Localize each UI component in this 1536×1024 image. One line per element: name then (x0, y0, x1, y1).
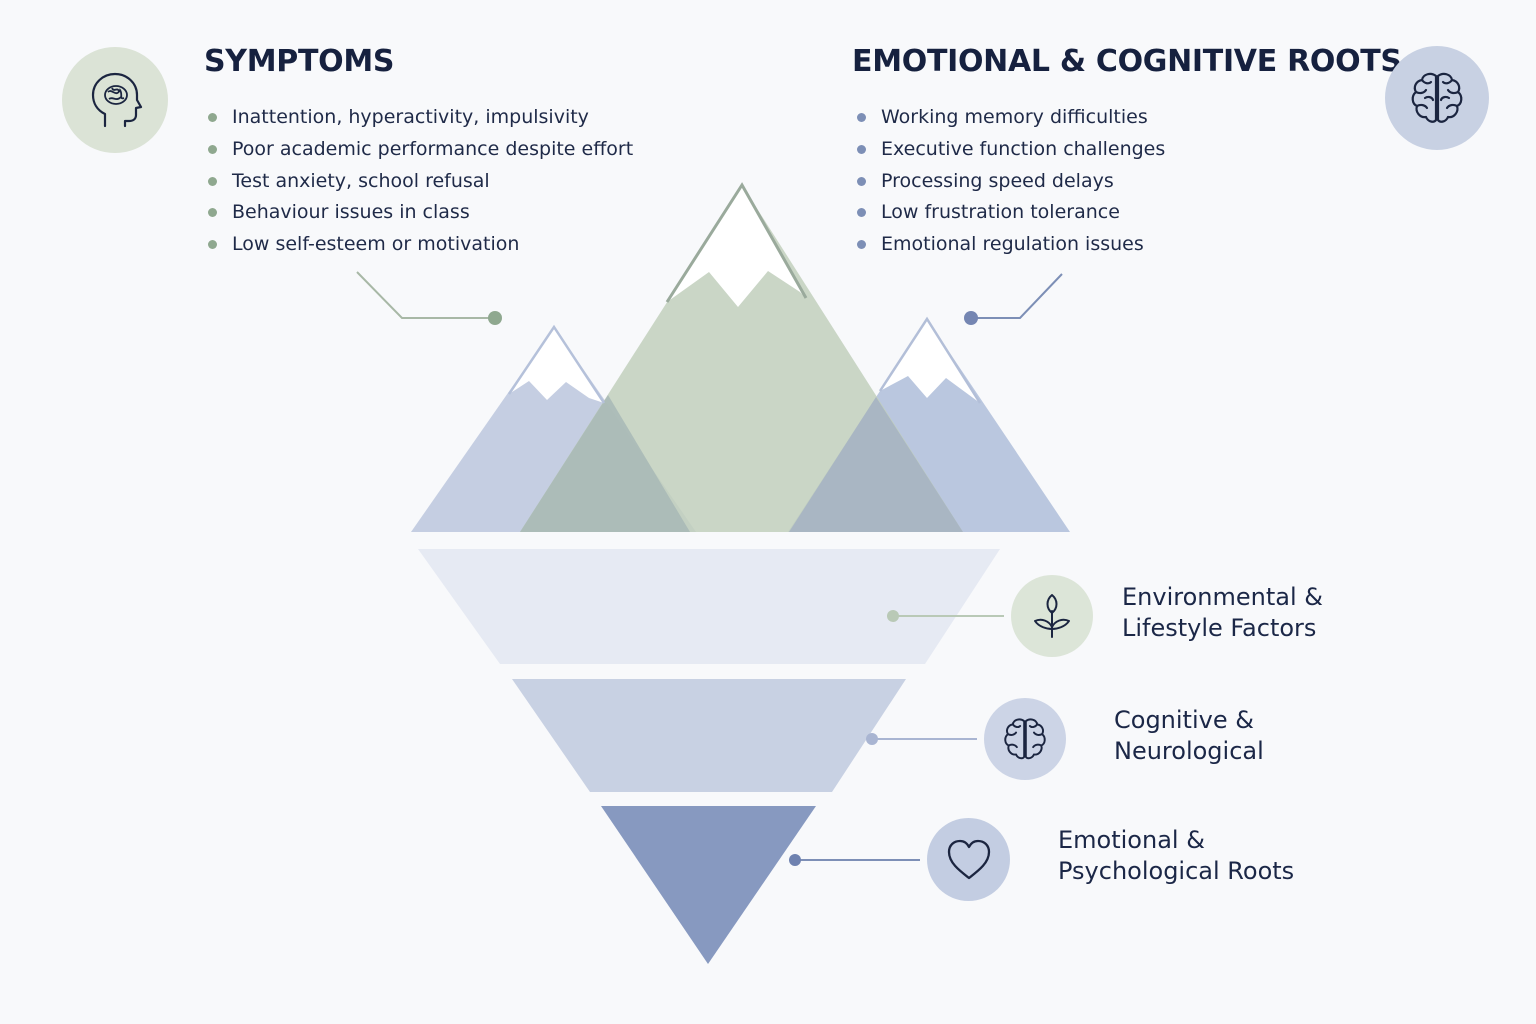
right-mountain-outline (878, 316, 982, 404)
cognitive-icon-badge (984, 698, 1066, 780)
cognitive-label-line1: Cognitive & (1114, 706, 1254, 734)
root-item: Low frustration tolerance (857, 197, 1165, 229)
environmental-layer (418, 549, 1000, 664)
brain-icon (1004, 718, 1046, 760)
emotional-connector-dot (789, 854, 801, 866)
symptom-item: Test anxiety, school refusal (208, 166, 633, 198)
symptom-item: Low self-esteem or motivation (208, 229, 633, 261)
symptoms-connector-dot (488, 311, 502, 325)
environmental-icon-badge (1011, 575, 1093, 657)
root-item: Working memory difficulties (857, 102, 1165, 134)
left-snowcap (509, 327, 604, 403)
roots-title: EMOTIONAL & COGNITIVE ROOTS (852, 44, 1402, 79)
right-snowcap (880, 319, 980, 403)
cognitive-label: Cognitive & Neurological (1114, 705, 1264, 767)
brain-icon (1411, 72, 1463, 123)
root-item: Processing speed delays (857, 166, 1165, 198)
environmental-label-line1: Environmental & (1122, 583, 1323, 611)
left-overlap (520, 395, 690, 532)
root-item: Emotional regulation issues (857, 229, 1165, 261)
emotional-label-line1: Emotional & (1058, 826, 1205, 854)
right-overlap (789, 397, 963, 532)
cognitive-layer (512, 679, 906, 792)
central-mountain-outline (665, 182, 808, 303)
cognitive-connector-dot (866, 733, 878, 745)
root-item: Executive function challenges (857, 134, 1165, 166)
symptoms-list: Inattention, hyperactivity, impulsivity … (208, 102, 633, 261)
roots-list: Working memory difficulties Executive fu… (857, 102, 1165, 261)
environmental-connector-dot (887, 610, 899, 622)
symptoms-title: SYMPTOMS (204, 44, 395, 79)
roots-icon-badge (1385, 46, 1489, 150)
emotional-layer (601, 806, 816, 964)
environmental-label: Environmental & Lifestyle Factors (1122, 582, 1323, 644)
roots-connector-dot (964, 311, 978, 325)
emotional-icon-badge (927, 818, 1010, 901)
left-mountain-outline (507, 324, 606, 404)
cognitive-label-line2: Neurological (1114, 737, 1264, 765)
sprout-icon (1034, 594, 1070, 638)
emotional-label: Emotional & Psychological Roots (1058, 825, 1294, 887)
symptoms-connector (356, 271, 495, 319)
symptoms-icon-badge (62, 47, 168, 153)
roots-connector (971, 273, 1063, 319)
head-brain-icon (91, 72, 143, 128)
symptom-item: Inattention, hyperactivity, impulsivity (208, 102, 633, 134)
heart-icon (947, 839, 990, 879)
emotional-label-line2: Psychological Roots (1058, 857, 1295, 885)
environmental-label-line2: Lifestyle Factors (1122, 614, 1317, 642)
central-snowcap (667, 185, 806, 307)
symptom-item: Poor academic performance despite effort (208, 134, 633, 166)
symptom-item: Behaviour issues in class (208, 197, 633, 229)
